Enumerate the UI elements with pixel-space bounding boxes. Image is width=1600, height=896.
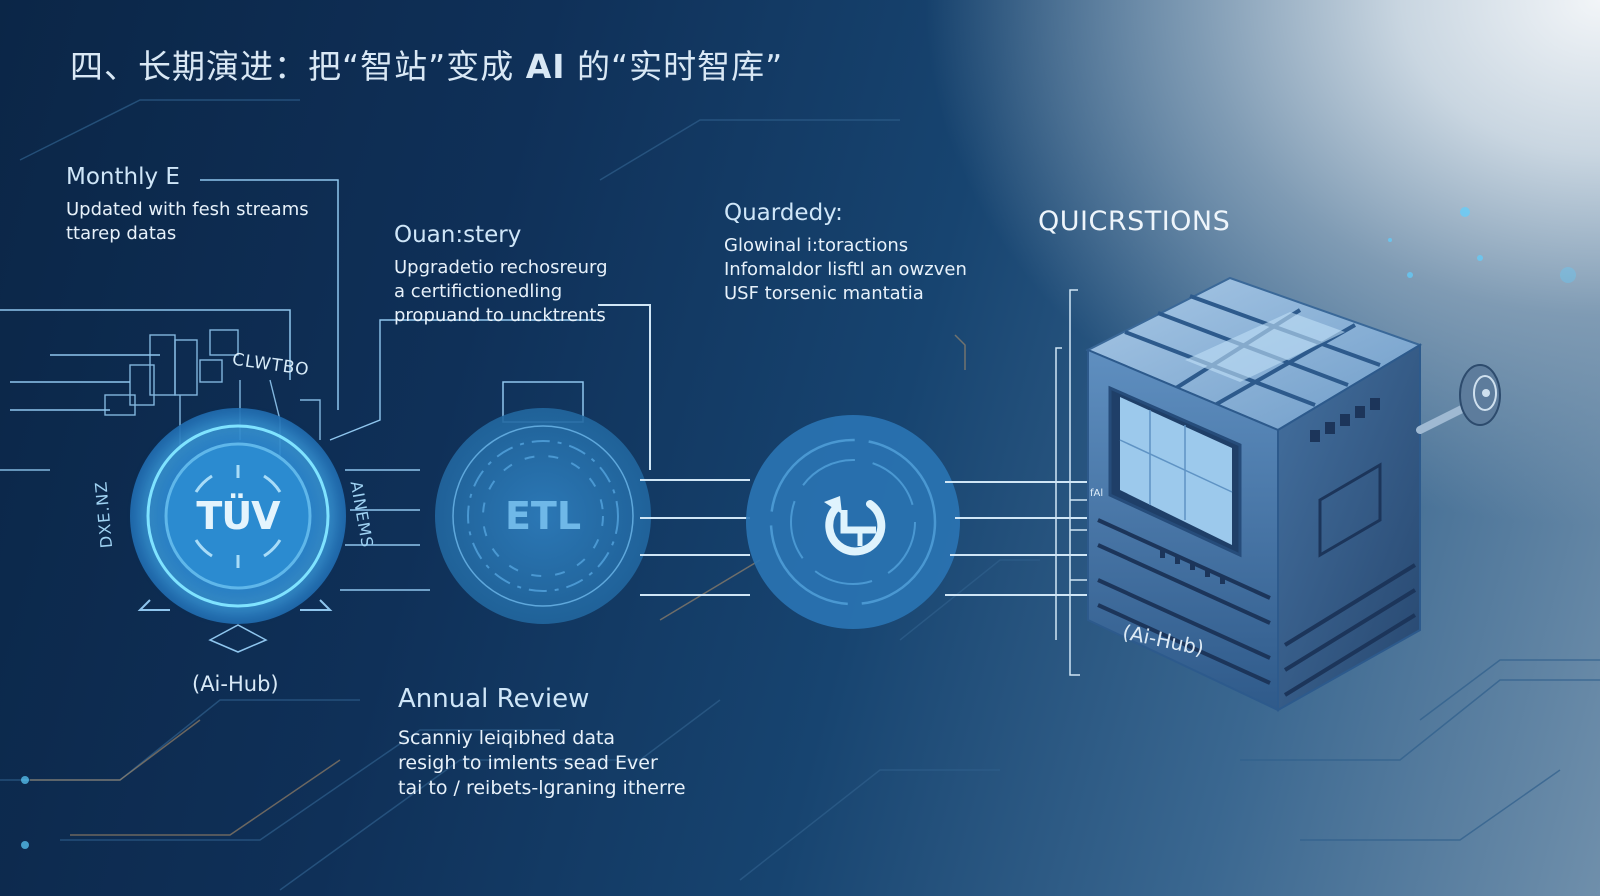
- tuv-node-graphic: [130, 408, 346, 653]
- etl-node-label: ETL: [504, 494, 582, 538]
- stage-line: Upgradetio rechosreurg: [394, 257, 608, 278]
- stage-line: USF torsenic mantatia: [724, 283, 924, 304]
- stage-line: propuand to uncktrents: [394, 305, 606, 326]
- stage-monthly: Monthly E Updated with fesh streams ttar…: [66, 164, 309, 246]
- stage-heading: Quardedy:: [724, 200, 843, 226]
- stage-heading: Monthly E: [66, 164, 180, 190]
- stage-line: Infomaldor lisftl an owzven: [724, 259, 967, 280]
- stage-line: Updated with fesh streams: [66, 199, 309, 220]
- hub-small-label: fAl: [1090, 488, 1104, 499]
- stage-line: resigh to imlents sead Ever: [398, 752, 658, 774]
- refresh-node-graphic: [746, 415, 960, 629]
- stage-quardedy: Quardedy: Glowinal i:toractions Infomald…: [724, 200, 967, 306]
- etl-node-graphic: [435, 381, 651, 624]
- tuv-node-label: TÜV: [196, 494, 280, 538]
- tuv-node-caption: (Ai-Hub): [192, 672, 279, 696]
- stage-line: tai to / reibets-lgraning itherre: [398, 777, 686, 799]
- stage-heading: Ouan:stery: [394, 222, 522, 248]
- stage-annual-review: Annual Review Scanniy leiqibhed data res…: [398, 684, 686, 801]
- stage-line: a certifictionedling: [394, 281, 563, 302]
- stage-line: Glowinal i:toractions: [724, 235, 909, 256]
- stage-line: Scanniy leiqibhed data: [398, 727, 616, 749]
- refresh-icon: [824, 496, 886, 556]
- page-title: 四、长期演进：把“智站”变成 AI 的“实时智库”: [70, 47, 784, 86]
- hub-cube-graphic: [1085, 276, 1501, 712]
- stage-line: ttarep datas: [66, 223, 177, 244]
- hub-heading: QUICRSTIONS: [1038, 206, 1231, 237]
- stage-heading: Annual Review: [398, 684, 590, 714]
- stage-quarterly: Ouan:stery Upgradetio rechosreurg a cert…: [394, 222, 608, 328]
